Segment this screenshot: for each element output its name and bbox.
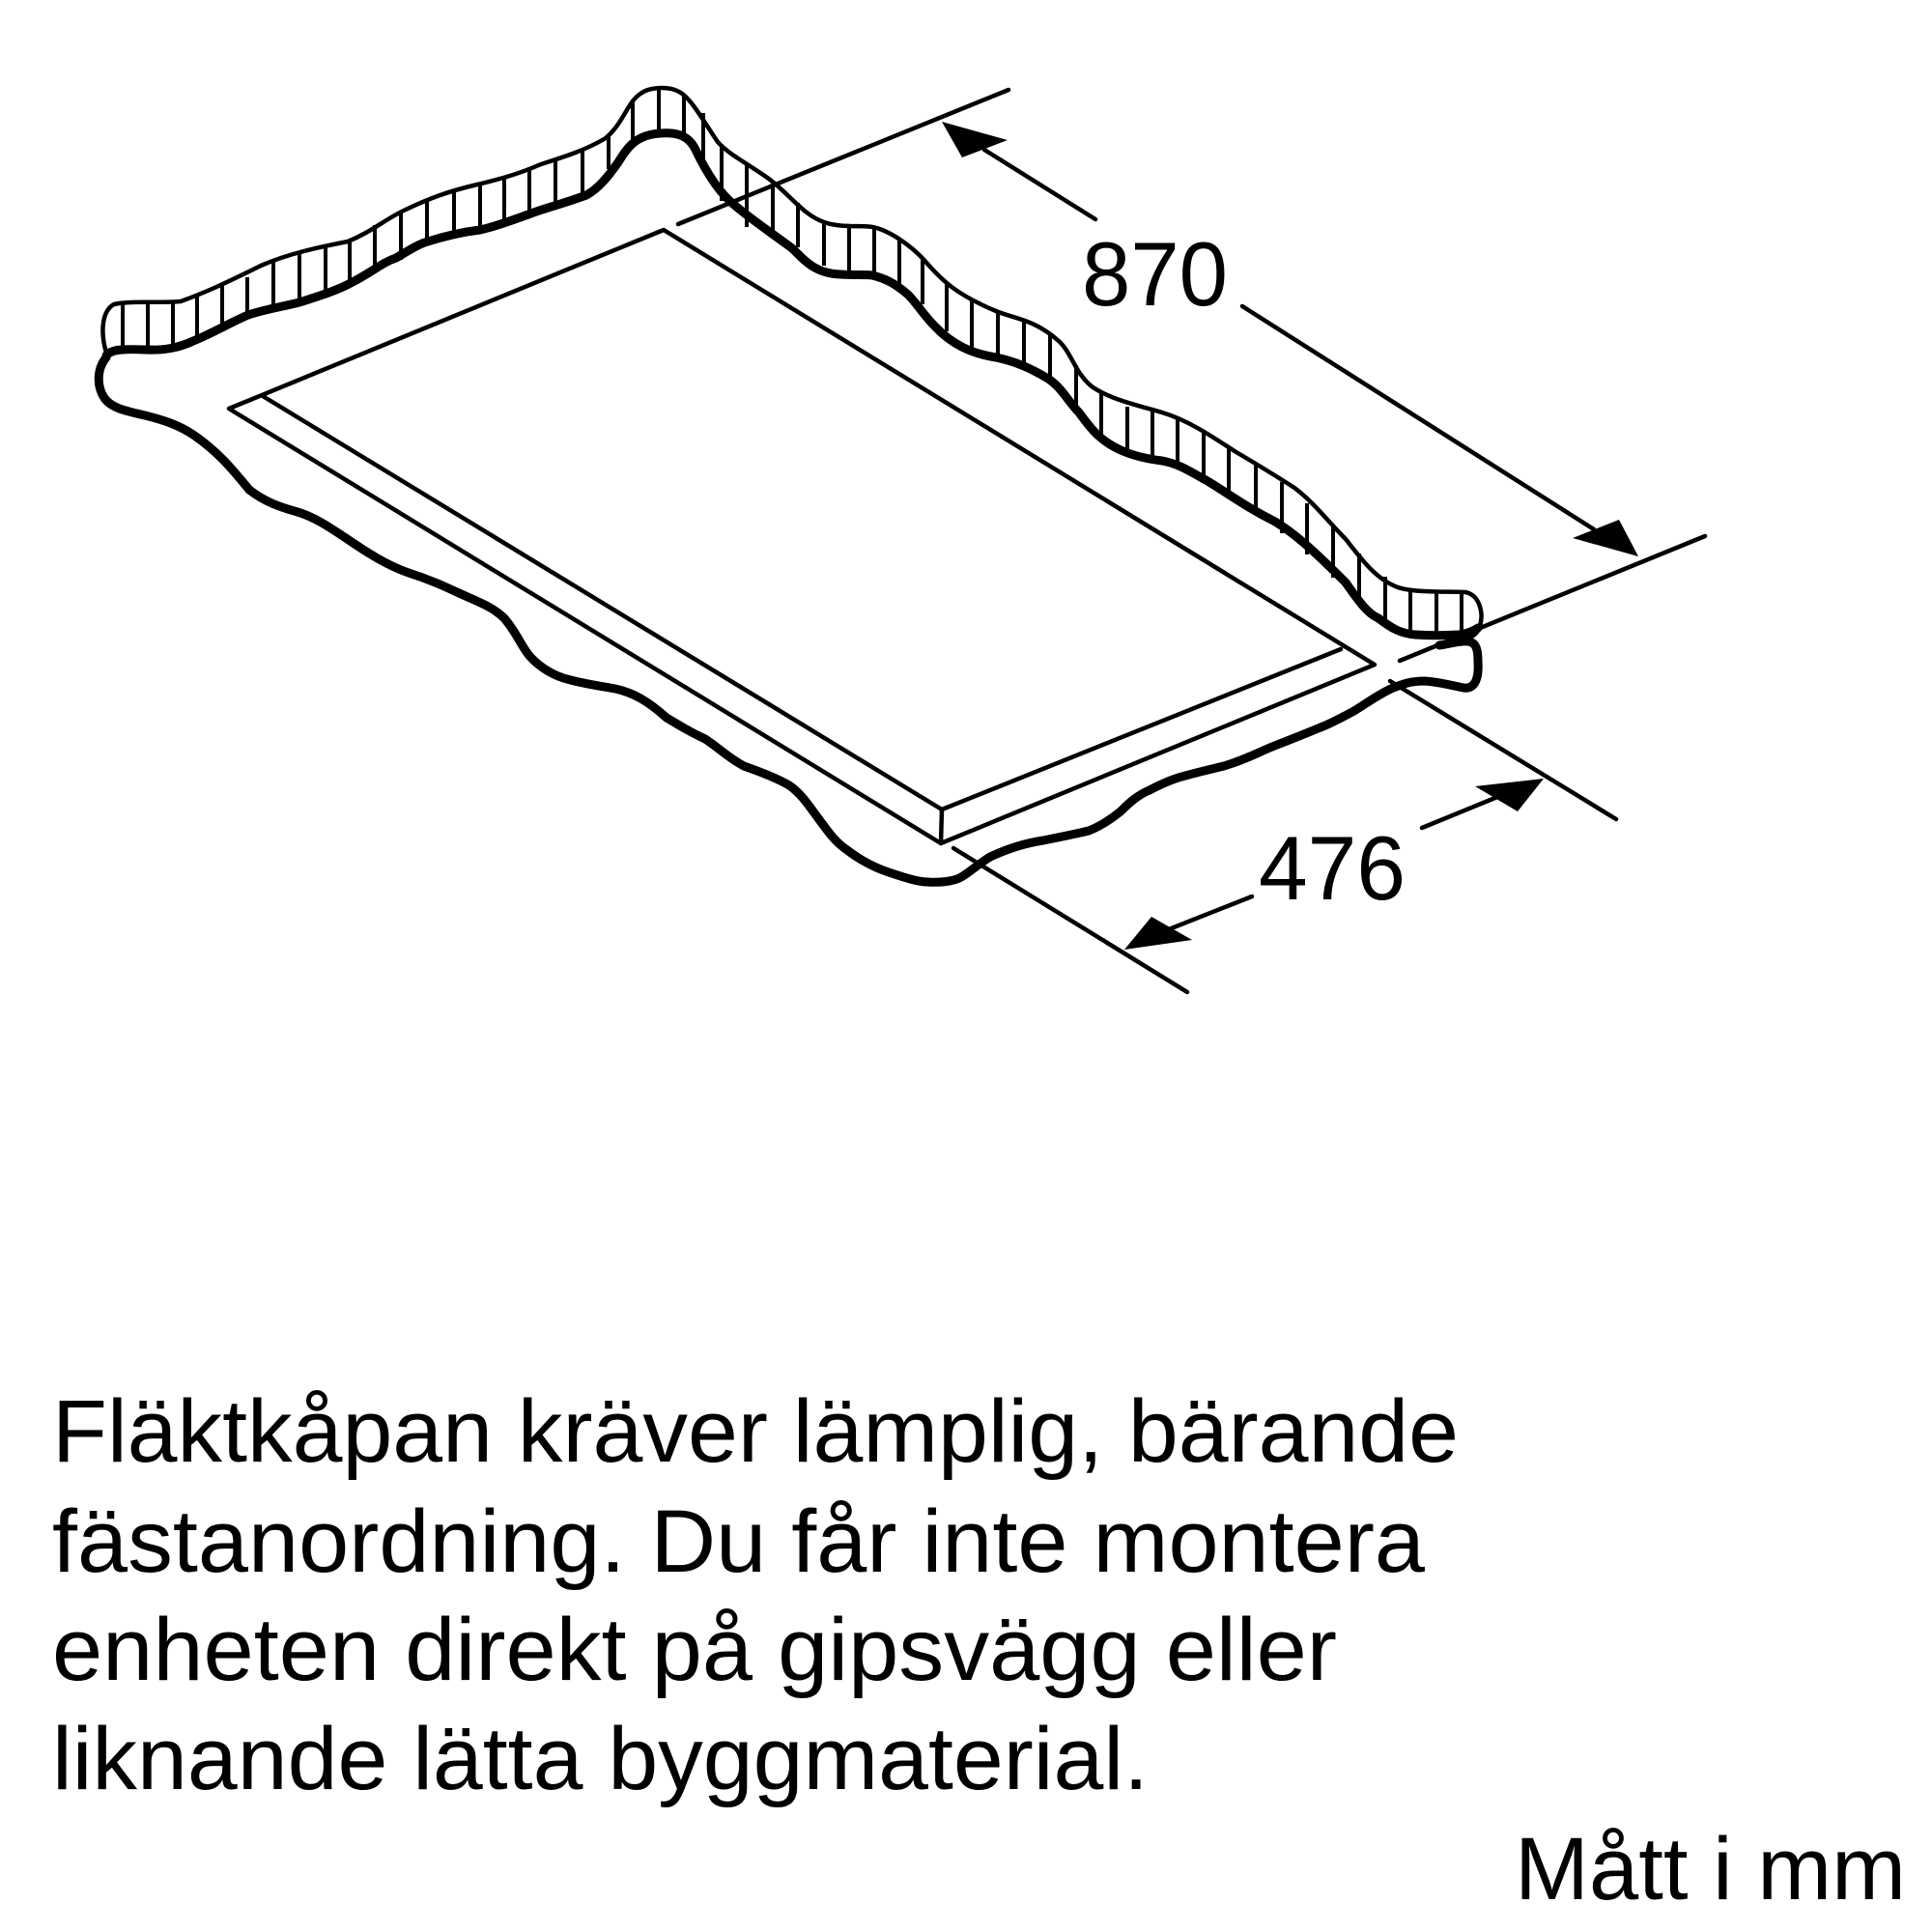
hood-outline bbox=[226, 227, 1378, 846]
extension-line-bottom bbox=[951, 845, 1190, 995]
arrowhead-icon bbox=[1573, 520, 1638, 556]
arrowhead-icon bbox=[942, 122, 1008, 157]
ceiling-lower-edge bbox=[101, 128, 1483, 640]
hood-unit bbox=[226, 227, 1378, 846]
arrowhead-icon bbox=[1124, 917, 1192, 950]
ceiling-bottom-outline bbox=[94, 353, 1483, 887]
note-line-1: Fläktkåpan kräver lämplig, bärande bbox=[52, 1382, 1459, 1481]
hood-corner-edge bbox=[938, 807, 945, 846]
extension-line-right bbox=[1397, 533, 1708, 664]
units-label: Mått i mm bbox=[1515, 1820, 1906, 1918]
note-line-3: enheten direkt på gipsvägg eller bbox=[52, 1601, 1337, 1699]
ceiling-section bbox=[94, 85, 1484, 887]
extension-line-right-lower bbox=[1387, 678, 1619, 822]
dimension-width: 476 bbox=[951, 678, 1619, 995]
dimension-line-right bbox=[1419, 792, 1505, 831]
dimension-label-width: 476 bbox=[1259, 817, 1406, 919]
note-line-4: liknande lätta byggmaterial. bbox=[52, 1710, 1149, 1808]
extension-line-top bbox=[675, 87, 1011, 227]
dimension-label-length: 870 bbox=[1082, 223, 1228, 325]
arrowhead-icon bbox=[1475, 779, 1544, 811]
dimension-line-lower bbox=[1239, 303, 1597, 532]
ceiling-upper-edge bbox=[100, 85, 1484, 644]
note-line-2: fästanordning. Du får inte montera bbox=[52, 1492, 1426, 1591]
dimension-line-left bbox=[1161, 894, 1255, 934]
ceiling-hatching bbox=[121, 88, 1463, 636]
dimension-length: 870 bbox=[675, 87, 1708, 664]
mounting-note: Fläktkåpan kräver lämplig, bärande fästa… bbox=[52, 1382, 1459, 1808]
dimension-line-upper bbox=[981, 147, 1098, 222]
